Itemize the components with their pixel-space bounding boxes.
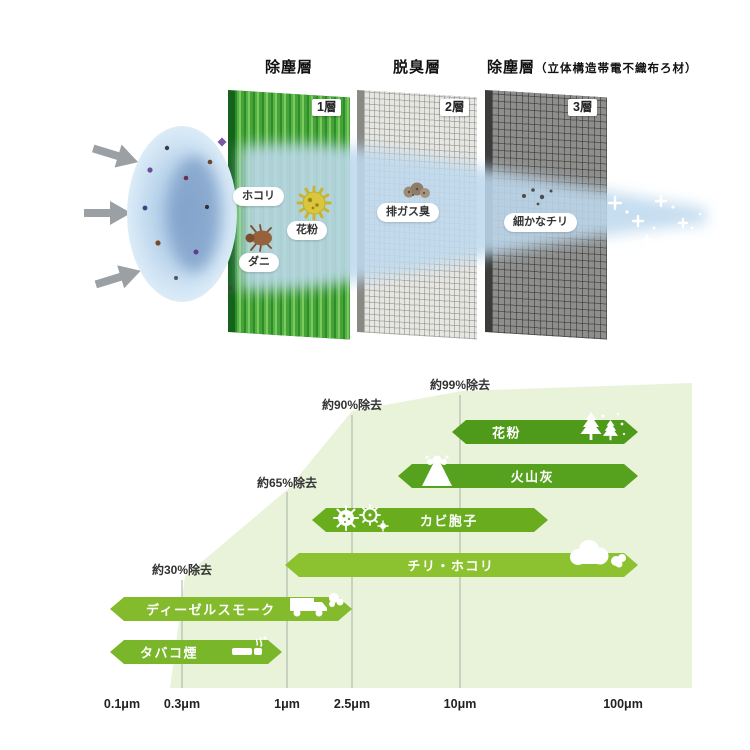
particle-specks-icon	[142, 137, 232, 290]
bar-dust: チリ・ホコリ	[285, 540, 638, 577]
bar-dust-label: チリ・ホコリ	[407, 558, 495, 574]
x-tick-10um: 10μm	[443, 697, 477, 711]
label-fine-dust: 細かなチリ	[504, 213, 577, 233]
bar-mold-spores: カビ胞子	[312, 504, 548, 532]
x-tick-1um: 1μm	[274, 697, 300, 711]
layer3-title-sub: （立体構造帯電不織布ろ材）	[535, 63, 698, 75]
bar-tobacco-smoke: タバコ煙	[110, 636, 282, 664]
bar-pollen-label: 花粉	[492, 425, 522, 441]
bar-pollen: 花粉	[452, 412, 638, 444]
air-intake-stream	[127, 126, 237, 302]
bar-diesel-smoke: ディーゼルスモーク	[110, 593, 352, 621]
guide-lines	[181, 395, 461, 688]
mold-spore-icon	[333, 504, 389, 532]
x-tick-100um: 100μm	[603, 697, 643, 711]
cloud-icon	[570, 540, 626, 568]
bar-tobacco-smoke-label: タバコ煙	[140, 645, 199, 661]
layer3-title-main: 除塵層	[487, 59, 536, 76]
percent-label-30: 約30%除去	[151, 563, 213, 577]
x-tick-0.1um: 0.1μm	[103, 697, 141, 711]
bar-diesel-smoke-label: ディーゼルスモーク	[146, 602, 276, 618]
panel1-texture	[235, 90, 350, 340]
dust-removal-layer-panel	[228, 90, 350, 340]
airflow-arrow-icon	[84, 144, 141, 289]
bar-mold-spores-label: カビ胞子	[419, 513, 478, 529]
layer3-badge: 3層	[568, 99, 598, 116]
layer1-title: 除塵層	[264, 59, 313, 76]
label-pollen: 花粉	[287, 221, 327, 241]
layer2-title: 脱臭層	[392, 59, 441, 76]
truck-icon	[290, 593, 344, 617]
bar-volcanic-ash-label: 火山灰	[510, 469, 555, 485]
label-dust: ホコリ	[233, 187, 284, 207]
tree-icon	[580, 412, 626, 441]
volcano-icon	[422, 455, 452, 486]
cigarette-icon	[232, 636, 267, 655]
x-tick-0.3um: 0.3μm	[163, 697, 201, 711]
label-mite: ダニ	[239, 253, 279, 273]
percent-label-65: 約65%除去	[256, 476, 318, 490]
layer1-badge: 1層	[312, 99, 342, 116]
layer2-badge: 2層	[440, 99, 470, 116]
x-tick-2.5um: 2.5μm	[333, 697, 371, 711]
bar-volcanic-ash: 火山灰	[398, 455, 638, 488]
percent-label-90: 約90%除去	[321, 398, 383, 412]
bar-tobacco-smoke-bg	[110, 640, 282, 664]
percent-label-99: 約99%除去	[429, 378, 491, 392]
label-exhaust: 排ガス臭	[377, 203, 439, 223]
layer3-title: 除塵層（立体構造帯電不織布ろ材）	[487, 56, 698, 77]
clean-air-sparkles-icon	[607, 194, 702, 246]
